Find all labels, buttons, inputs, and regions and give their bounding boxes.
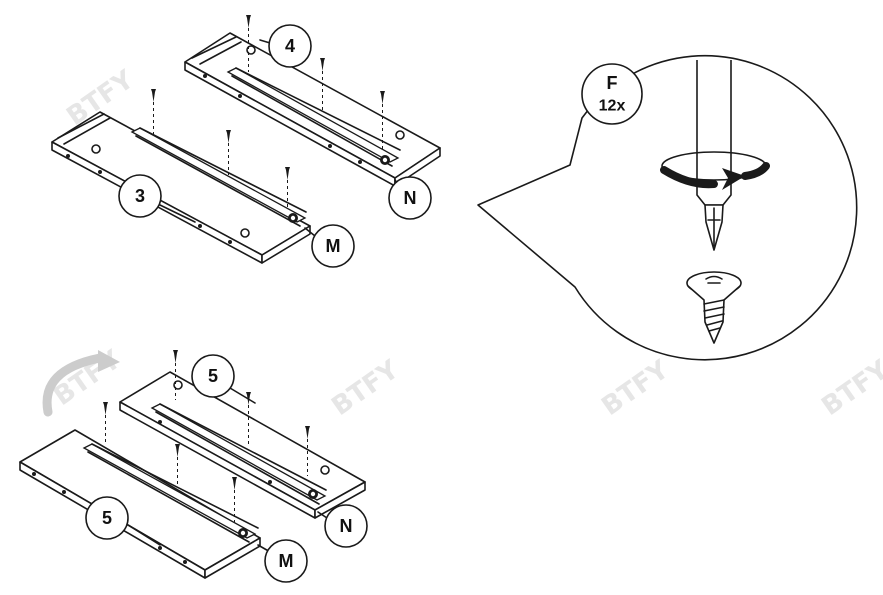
callout-label: N <box>340 516 353 536</box>
panel-top-left: 3 M <box>51 89 355 268</box>
detail-bubble: F 12x <box>477 54 858 361</box>
bubble-outline <box>477 54 858 361</box>
watermark-text: BTFY <box>326 354 405 422</box>
slide-rail <box>226 67 400 163</box>
callout-label: M <box>326 236 341 256</box>
panel-edge <box>314 481 366 519</box>
slide-rail <box>82 443 257 539</box>
slide-rail <box>130 127 307 223</box>
slide-rail <box>150 403 327 501</box>
callout-label: 3 <box>135 186 145 206</box>
part-quantity: 12x <box>599 98 626 115</box>
flip-arrow-icon <box>42 350 120 417</box>
callout-label: 5 <box>208 366 218 386</box>
panel-face <box>51 111 311 256</box>
watermark-text: BTFY <box>816 354 883 422</box>
screw-group <box>151 89 290 210</box>
callout-circle <box>85 496 129 540</box>
screw-group <box>103 402 237 522</box>
callout-circle <box>311 224 355 268</box>
part-callout <box>581 63 643 125</box>
callout-circle <box>324 504 368 548</box>
callout-label: M <box>279 551 294 571</box>
screw-icon <box>686 271 742 344</box>
rotation-arrow-icon <box>660 151 770 190</box>
part-letter: F <box>607 73 618 93</box>
panel-bottom-right: 5 N <box>119 350 368 548</box>
watermark-text: BTFY <box>596 354 675 422</box>
callout-circle <box>388 176 432 220</box>
panel-top-right: 4 N <box>184 15 441 220</box>
callout-circle <box>264 539 308 583</box>
callout-label: 4 <box>285 36 295 56</box>
callout-label: 5 <box>102 508 112 528</box>
panel-edge <box>261 225 311 264</box>
callout-circle <box>268 24 312 68</box>
callout-label: N <box>404 188 417 208</box>
callout-circle <box>118 174 162 218</box>
screw-group <box>246 15 385 150</box>
panel-bottom-left: 5 M <box>19 402 308 583</box>
callout-circle <box>191 354 235 398</box>
